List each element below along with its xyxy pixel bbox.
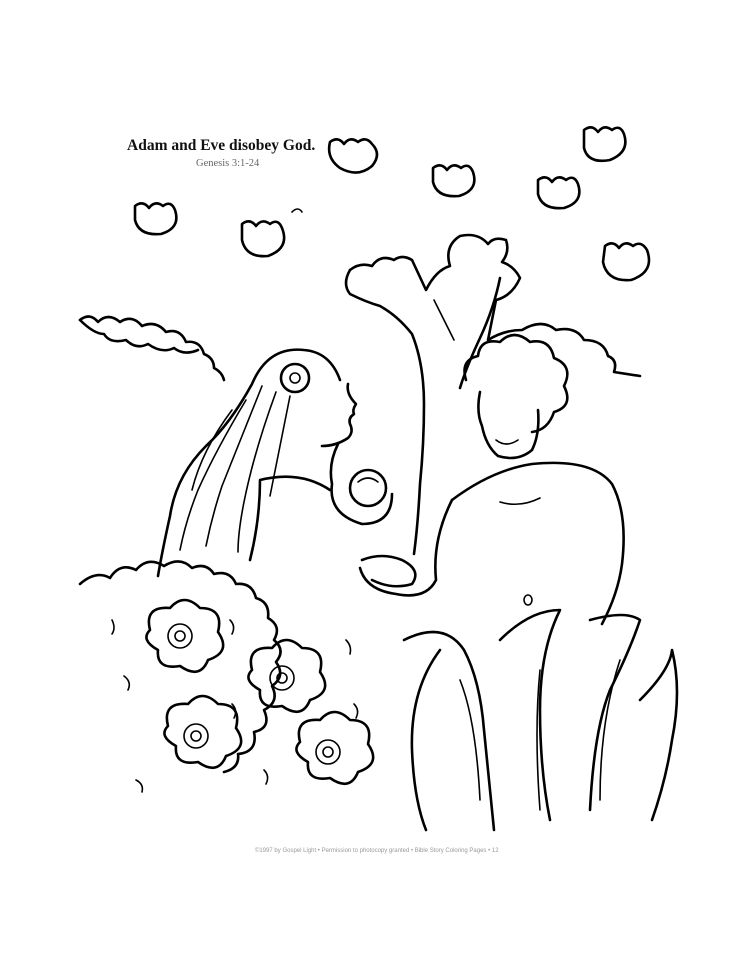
- fruit: [327, 138, 379, 174]
- leaf: [498, 608, 562, 822]
- eve: [156, 348, 394, 578]
- leaf: [588, 613, 642, 812]
- canopy-edge: [78, 318, 200, 354]
- eve-shoulder: [248, 475, 332, 562]
- eve-face: [320, 382, 358, 448]
- forbidden-fruit: [348, 468, 388, 508]
- fruit: [240, 220, 286, 258]
- canopy-left: [78, 315, 226, 382]
- page-title: Adam and Eve disobey God.: [127, 137, 316, 154]
- adam-hand: [360, 554, 417, 588]
- trunk-top: [348, 233, 642, 378]
- leaf: [638, 648, 679, 822]
- adam-hair: [463, 333, 569, 434]
- flower-in-hair: [279, 362, 311, 394]
- fruits: [133, 126, 651, 282]
- fruit: [431, 164, 476, 198]
- fruit: [133, 202, 178, 236]
- fruit: [536, 176, 581, 210]
- flower: [295, 710, 375, 786]
- fruit: [601, 242, 651, 282]
- bush-outline: [78, 560, 282, 774]
- eve-arm: [329, 442, 394, 526]
- flower: [145, 598, 225, 674]
- scripture-reference: Genesis 3:1-24: [196, 158, 260, 169]
- trunk-right: [458, 276, 502, 390]
- fruit: [582, 126, 627, 163]
- leaf: [410, 648, 442, 832]
- flower: [163, 694, 243, 770]
- leaf-bush: [402, 608, 679, 832]
- adam-face: [477, 390, 540, 460]
- tree: [78, 233, 642, 556]
- adam-arm: [358, 498, 454, 597]
- adam: [358, 333, 625, 626]
- flower: [247, 638, 327, 714]
- trunk-left: [344, 268, 426, 556]
- eve-hair: [156, 348, 342, 578]
- copyright-footer: ©1997 by Gospel Light • Permission to ph…: [255, 848, 499, 854]
- adam-body: [450, 461, 625, 626]
- leaf: [402, 630, 496, 832]
- flower-bush: [78, 560, 375, 793]
